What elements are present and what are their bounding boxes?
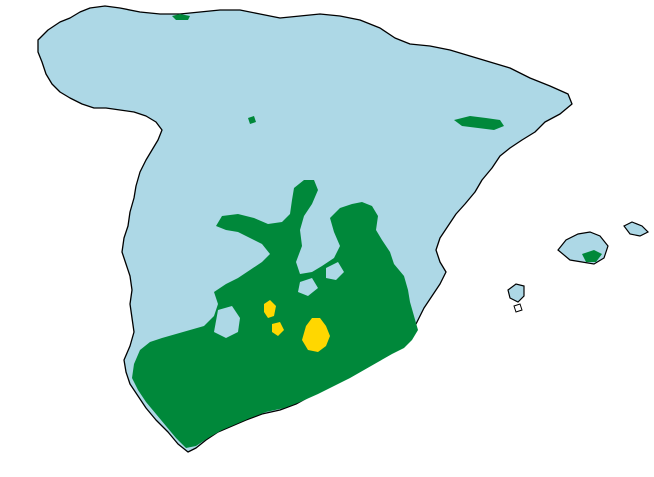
cordoba-hotspot (302, 318, 330, 352)
mallorca-patch (582, 250, 602, 262)
inner-pocket-3 (326, 262, 344, 280)
pyrenees-patch (454, 116, 504, 130)
west-hotspot-2 (272, 322, 284, 336)
inner-pocket-2 (298, 278, 318, 296)
menorca (623, 221, 650, 237)
tiny-patch (248, 116, 256, 124)
mallorca (557, 231, 609, 265)
inner-pocket-1 (310, 232, 334, 256)
formentera (513, 303, 523, 313)
andalusia-central-zone (132, 180, 418, 448)
north-coast-patch (172, 14, 190, 20)
ibiza (507, 283, 525, 303)
west-hotspot (264, 300, 276, 318)
inner-pocket-4 (214, 306, 240, 338)
